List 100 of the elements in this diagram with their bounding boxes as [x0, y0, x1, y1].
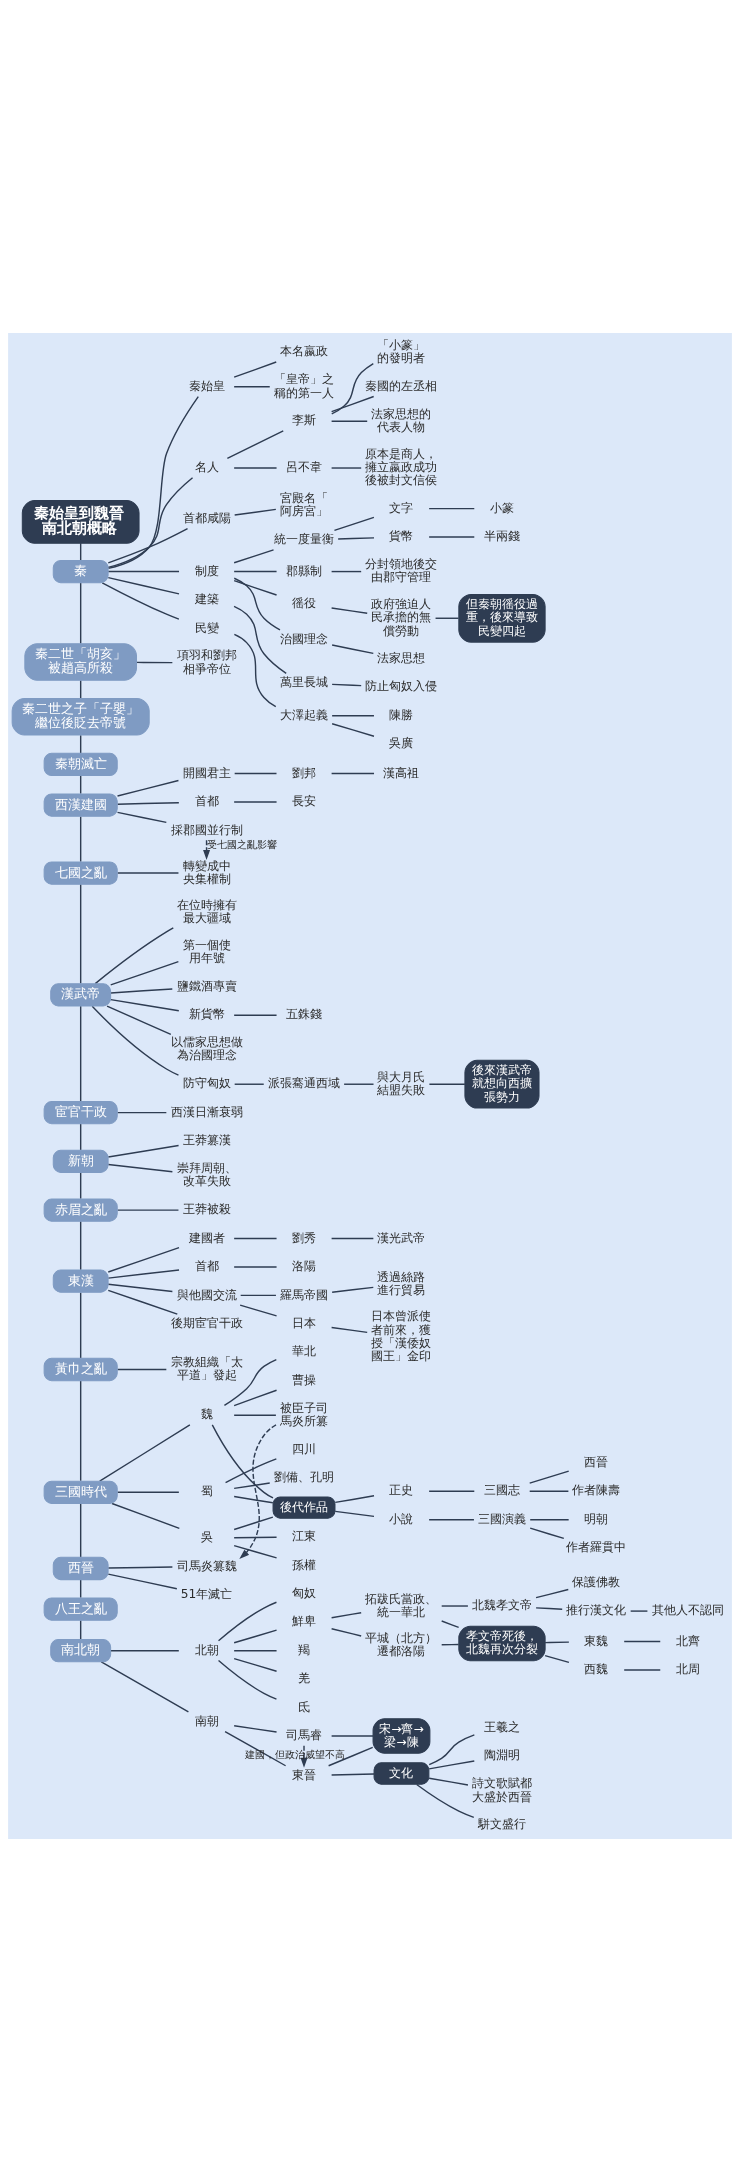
connector: [623, 1669, 661, 1671]
node-box: 秦始皇到魏晉南北朝概略: [21, 500, 140, 544]
connector: [239, 1294, 277, 1297]
node-text: 西晉: [584, 1455, 609, 1470]
node-text: 劉邦: [292, 765, 317, 780]
arrow: [203, 839, 211, 860]
node-text: 西漢日漸衰弱: [170, 1104, 243, 1119]
node-text: 文字: [389, 500, 414, 515]
node-text: 秦始皇: [188, 378, 225, 393]
connector: [330, 1735, 374, 1737]
connector: [233, 1014, 278, 1016]
node-text: 東晉: [292, 1767, 317, 1782]
node-box: 後代作品: [272, 1496, 336, 1519]
node-text: 「小篆」的發明者: [377, 337, 426, 366]
node-box: 三國時代: [43, 1480, 118, 1504]
node-text: 羅馬帝國: [280, 1287, 329, 1302]
connector: [136, 661, 174, 664]
connector: [337, 537, 375, 540]
connector: [428, 1519, 475, 1521]
connector: [239, 1304, 278, 1317]
node-text: 推行漢文化: [566, 1603, 627, 1618]
node-text: 採郡國並行制: [170, 822, 243, 837]
node-text: 統一度量衡: [274, 532, 335, 547]
node-text: 開國君主: [182, 765, 231, 780]
connector: [224, 1730, 287, 1767]
node-text: 駢文盛行: [477, 1817, 526, 1832]
node-text: 西魏: [584, 1662, 609, 1677]
connector: [330, 570, 362, 573]
node-text: 明朝: [584, 1511, 609, 1526]
connector: [529, 1519, 570, 1521]
connector: [233, 1629, 278, 1644]
node-text: 與大月氏結盟失敗: [377, 1069, 426, 1097]
node-text: 法家思想的代表人物: [371, 406, 432, 435]
node-text: 作者羅貫中: [566, 1540, 627, 1555]
node-box: 南北朝: [50, 1639, 112, 1663]
node-text: 後期宦官干政: [170, 1315, 243, 1330]
node-text: 貨幣: [389, 529, 414, 544]
connector: [428, 1760, 475, 1770]
connector: [233, 549, 275, 564]
connector: [116, 1111, 168, 1114]
connector: [434, 617, 460, 619]
connector: [233, 508, 277, 516]
node-text: 吳: [200, 1530, 213, 1545]
connector: [106, 1005, 172, 1036]
connector: [79, 1123, 82, 1151]
connector: [441, 1620, 460, 1629]
node-text: 三國志: [483, 1483, 520, 1498]
node-text: 魏: [200, 1407, 213, 1422]
node-text: 曹操: [292, 1372, 317, 1387]
connector: [428, 1490, 475, 1492]
connector: [233, 386, 271, 388]
connector: [116, 1209, 180, 1211]
node-text: 以儒家思想做為治國理念: [170, 1035, 243, 1063]
connector: [330, 395, 375, 413]
node-text: 東魏: [584, 1633, 609, 1648]
connector: [233, 1414, 277, 1416]
node-text: 保護佛教: [572, 1574, 621, 1589]
connector: [233, 1495, 274, 1504]
connector: [331, 723, 375, 737]
node-box: 新朝: [52, 1149, 109, 1174]
node-text: 防守匈奴: [182, 1076, 231, 1091]
node-text: 漢光武帝: [377, 1230, 426, 1245]
connector: [224, 1458, 278, 1484]
node-text: 51年滅亡: [180, 1587, 233, 1601]
connector: [535, 1588, 569, 1599]
connector: [107, 1269, 180, 1279]
connector: [116, 872, 180, 874]
connector: [110, 960, 180, 986]
connector: [233, 1237, 278, 1240]
connector: [107, 1144, 180, 1158]
connector: [217, 1601, 278, 1642]
connector: [327, 1746, 374, 1767]
connector: [330, 607, 368, 614]
connector: [107, 1573, 178, 1590]
node-box: 但秦朝徭役過重，後來導致民變四起: [458, 593, 546, 643]
node-text: 首都: [194, 1259, 219, 1274]
node-text: 王莽被殺: [182, 1202, 231, 1217]
node-text: 防止匈奴入侵: [365, 679, 438, 694]
node-text: 王莽篡漢: [182, 1133, 231, 1148]
node-text: 建國者: [188, 1230, 225, 1245]
node-text: 治國理念: [280, 631, 329, 646]
node-text: 項羽和劉邦相爭帝位: [176, 648, 237, 676]
connector: [428, 1083, 466, 1085]
connector: [99, 1424, 191, 1482]
node-text: 派張騫通西域: [268, 1076, 341, 1091]
connector: [334, 1510, 375, 1518]
connector: [226, 430, 284, 460]
connector: [330, 1773, 375, 1776]
connector: [233, 772, 278, 775]
node-text: 吳廣: [389, 736, 414, 751]
node-text: 鮮卑: [292, 1614, 317, 1629]
node-text: 三國演義: [477, 1511, 526, 1526]
arrow: [239, 1424, 277, 1559]
node-text: 日本曾派使者前來，獲授「漢倭奴國王」金印: [371, 1309, 432, 1363]
connector: [101, 582, 180, 620]
connector: [107, 1289, 178, 1315]
node-text: 司馬睿: [286, 1728, 323, 1743]
connector: [544, 1654, 570, 1664]
node-box: 東漢: [52, 1269, 109, 1293]
node-text: 劉秀: [292, 1230, 317, 1245]
